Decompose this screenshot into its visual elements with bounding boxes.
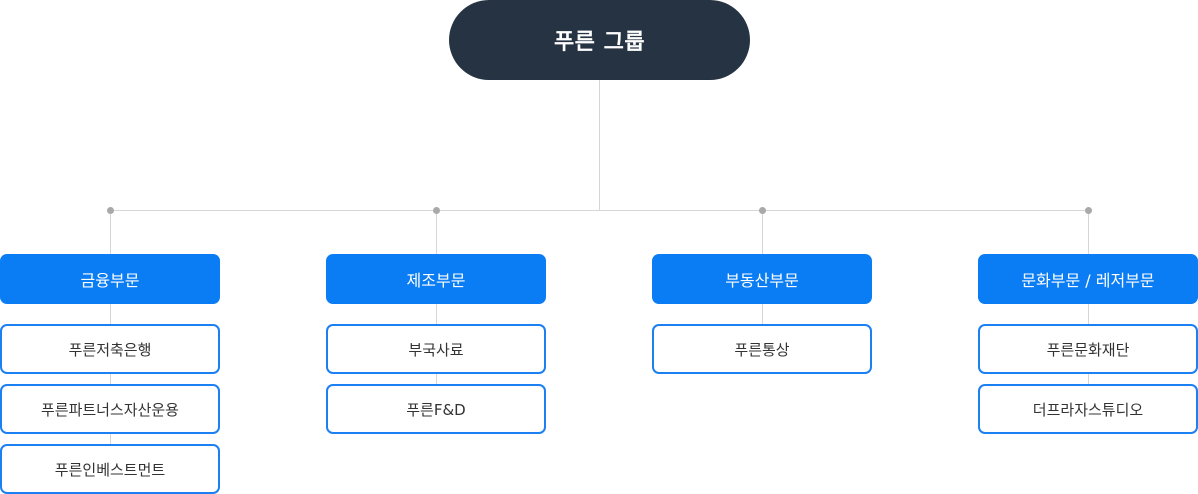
company-label: 푸른통상 [734,340,790,359]
company-label: 푸른파트너스자산운용 [40,400,179,419]
connector-dot-culture [1085,207,1092,214]
dept-label: 금융부문 [80,271,140,290]
company-node: 푸른통상 [652,324,872,374]
root-node: 푸른 그룹 [449,0,750,80]
root-connector [599,80,600,211]
horizontal-connector [110,210,1089,211]
connector-dot-manufacturing [433,207,440,214]
dept-label: 제조부문 [406,271,466,290]
item-connector-realestate [762,304,763,324]
connector-dot-realestate [759,207,766,214]
company-node: 푸른F&D [326,384,546,434]
company-node: 푸른저축은행 [0,324,220,374]
root-label: 푸른 그룹 [553,30,646,55]
company-label: 푸른인베스트먼트 [54,460,166,479]
company-node: 푸른인베스트먼트 [0,444,220,494]
dept-connector-finance [110,210,111,254]
company-node: 푸른파트너스자산운용 [0,384,220,434]
company-label: 푸른저축은행 [68,340,152,359]
company-label: 더프라자스튜디오 [1032,400,1144,419]
dept-node-culture-leisure: 문화부문 / 레저부문 [978,254,1198,304]
dept-label: 부동산부문 [725,271,799,290]
connector-dot-finance [107,207,114,214]
dept-node-manufacturing: 제조부문 [326,254,546,304]
company-node: 더프라자스튜디오 [978,384,1198,434]
dept-connector-culture [1088,210,1089,254]
dept-connector-manufacturing [436,210,437,254]
dept-label: 문화부문 / 레저부문 [1021,271,1155,290]
company-node: 부국사료 [326,324,546,374]
dept-node-finance: 금융부문 [0,254,220,304]
dept-node-realestate: 부동산부문 [652,254,872,304]
item-connector-finance [110,304,111,444]
company-label: 푸른문화재단 [1046,340,1130,359]
dept-connector-realestate [762,210,763,254]
company-node: 푸른문화재단 [978,324,1198,374]
company-label: 부국사료 [408,340,464,359]
company-label: 푸른F&D [406,400,466,419]
